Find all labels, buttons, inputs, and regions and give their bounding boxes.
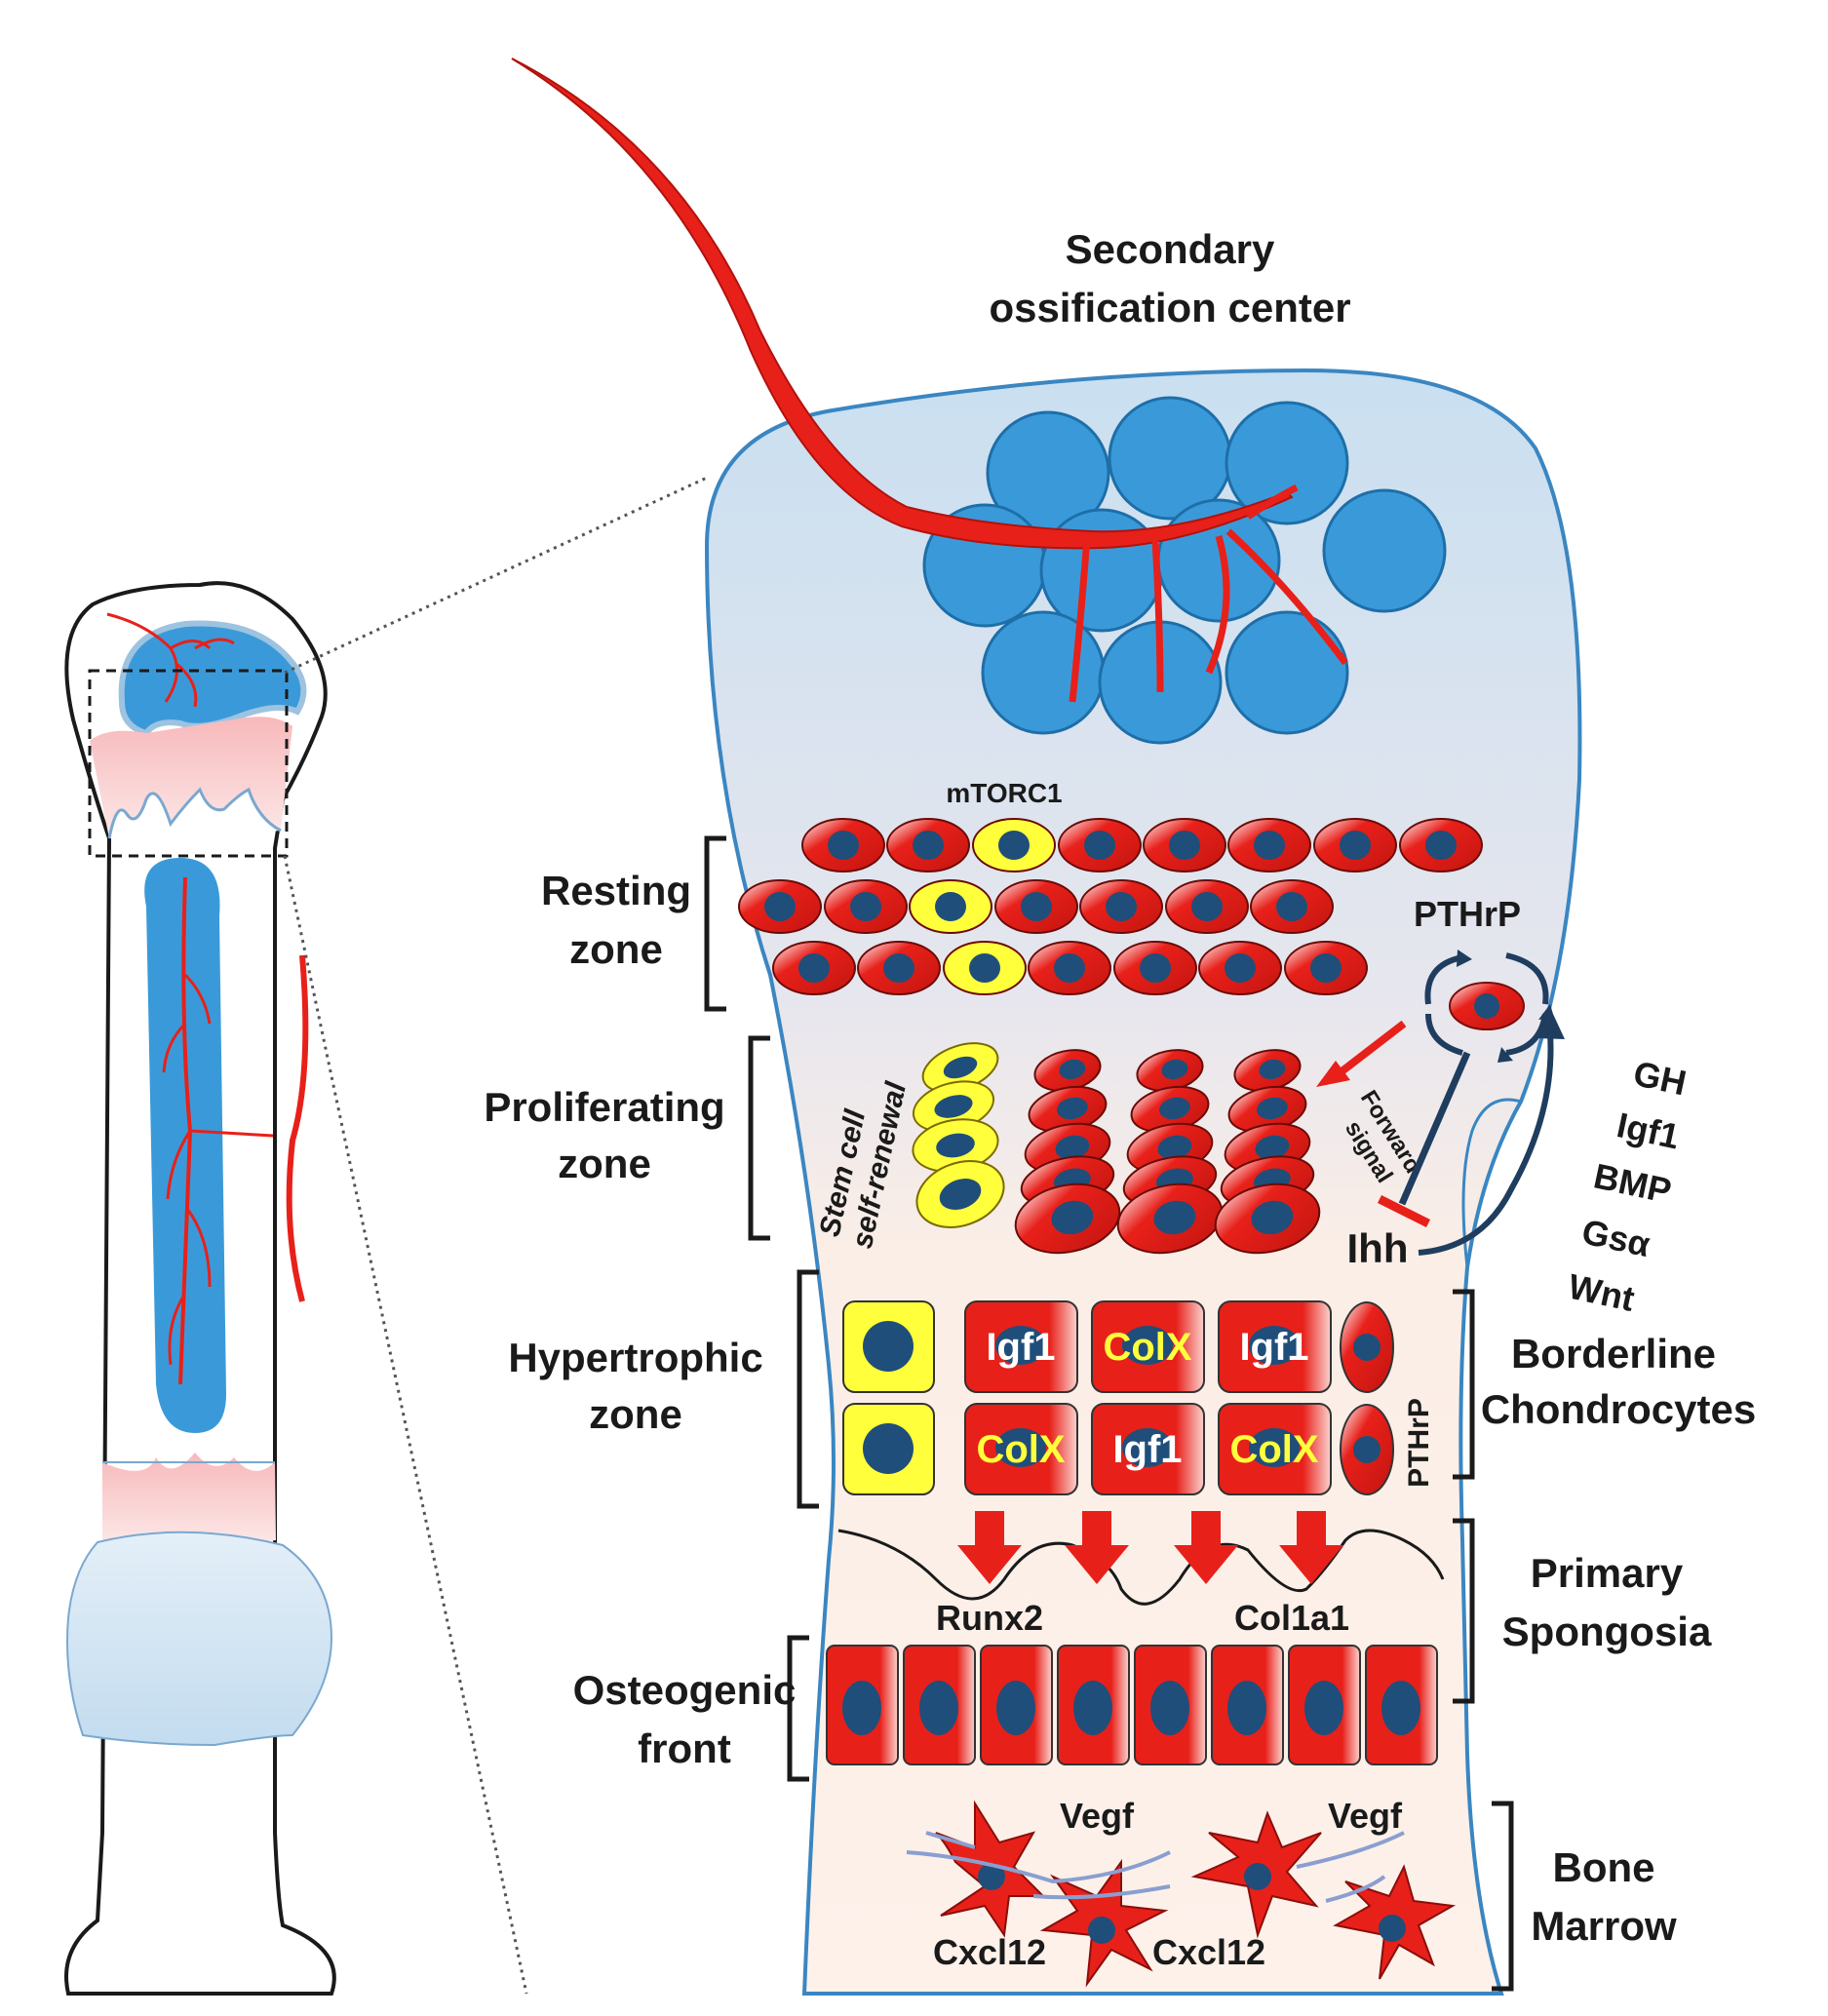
resting-cell	[994, 879, 1078, 934]
spongiosa-label-2: Spongosia	[1502, 1609, 1712, 1654]
resting-zone-cells	[738, 818, 1483, 995]
zoom-box	[88, 669, 289, 858]
pthrp-vertical-label: PTHrP	[1403, 1398, 1435, 1488]
proliferating-cell	[1233, 1049, 1302, 1092]
proliferating-cell	[1028, 1085, 1108, 1134]
long-bone-illustration	[64, 476, 708, 1996]
vegf-label-2: Vegf	[1328, 1796, 1403, 1836]
proliferating-cell	[1014, 1182, 1121, 1255]
borderline-label-1: Borderline	[1511, 1331, 1716, 1376]
resting-cell	[1028, 941, 1111, 995]
forward-signal-arrow	[1316, 1020, 1407, 1087]
hyp-label-r2c3: ColX	[1229, 1428, 1318, 1471]
resting-cell	[1227, 818, 1311, 872]
osteoblast-cell	[1211, 1645, 1284, 1765]
resting-cell	[886, 818, 970, 872]
left-brackets	[704, 835, 819, 1782]
osteo-label-2: front	[638, 1725, 731, 1771]
osteoblast-cell	[826, 1645, 899, 1765]
proliferating-cell	[1130, 1085, 1210, 1134]
resting-stem-cell	[972, 818, 1056, 872]
prolif-zone-label-2: zone	[558, 1141, 651, 1186]
osteo-label-1: Osteogenic	[573, 1667, 797, 1713]
hyp-label-r1c1: Igf1	[986, 1326, 1055, 1369]
marrow-label-2: Marrow	[1531, 1903, 1677, 1949]
spongiosa-arrows	[957, 1511, 1343, 1584]
osteoblast-cell	[1134, 1645, 1207, 1765]
hyp-label-r2c1: ColX	[976, 1428, 1065, 1471]
growth-factor-label: Igf1	[1614, 1105, 1683, 1156]
resting-cell	[1399, 818, 1483, 872]
spongiosa-label-1: Primary	[1531, 1550, 1684, 1596]
pthrp-label: PTHrP	[1414, 894, 1521, 934]
resting-cell	[1143, 818, 1226, 872]
runx2-label: Runx2	[936, 1598, 1043, 1638]
resting-zone-label-1: Resting	[541, 868, 691, 913]
growth-factor-label: BMP	[1590, 1155, 1675, 1211]
resting-cell	[1113, 941, 1197, 995]
growth-factor-label: GH	[1630, 1053, 1690, 1103]
ihh-label: Ihh	[1347, 1225, 1409, 1271]
mtorc1-label: mTORC1	[946, 778, 1062, 808]
marrow-label-1: Bone	[1553, 1844, 1655, 1890]
pthrp-loop	[1424, 950, 1554, 1063]
resting-cell	[857, 941, 941, 995]
vegf-label-1: Vegf	[1060, 1796, 1135, 1836]
osteoblast-cell	[1057, 1645, 1130, 1765]
resting-cell	[1079, 879, 1163, 934]
resting-cell	[1198, 941, 1282, 995]
osteoblast-cell	[903, 1645, 976, 1765]
stem-cell-column	[912, 1042, 1005, 1228]
cxcl12-label-1: Cxcl12	[933, 1932, 1046, 1972]
proliferating-cell	[1136, 1049, 1204, 1092]
resting-cell	[772, 941, 856, 995]
hyp-zone-label-2: zone	[589, 1391, 682, 1437]
resting-cell	[1250, 879, 1334, 934]
growth-factor-label: Gsα	[1578, 1211, 1653, 1264]
hyp-label-r1c3: Igf1	[1239, 1326, 1308, 1369]
resting-stem-cell	[943, 941, 1027, 995]
proliferating-cell	[1214, 1182, 1321, 1255]
osteoblast-cell	[1365, 1645, 1438, 1765]
resting-cell	[824, 879, 908, 934]
hyp-zone-label-1: Hypertrophic	[508, 1335, 762, 1380]
title-line2: ossification center	[989, 285, 1350, 330]
osteogenic-cells	[826, 1645, 1438, 1765]
resting-cell	[801, 818, 885, 872]
resting-cell	[738, 879, 822, 934]
resting-stem-cell	[909, 879, 992, 934]
resting-zone-label-2: zone	[569, 926, 663, 972]
hyp-label-r2c2: Igf1	[1112, 1428, 1182, 1471]
resting-cell	[1284, 941, 1368, 995]
proliferating-zone-cells	[1014, 1049, 1321, 1255]
resting-cell	[1313, 818, 1397, 872]
growth-factor-label: Wnt	[1565, 1266, 1638, 1319]
osteoblast-cell	[1288, 1645, 1361, 1765]
hypertrophic-zone-cells: Igf1 ColX Igf1 ColX Igf1 ColX	[842, 1300, 1394, 1495]
prolif-zone-label-1: Proliferating	[484, 1084, 724, 1130]
cxcl12-label-2: Cxcl12	[1152, 1932, 1265, 1972]
osteoblast-cell	[980, 1645, 1053, 1765]
marrow-cells	[906, 1800, 1457, 1988]
col1a1-label: Col1a1	[1234, 1598, 1349, 1638]
hyp-label-r1c2: ColX	[1103, 1326, 1191, 1369]
resting-cell	[1058, 818, 1142, 872]
resting-cell	[1165, 879, 1249, 934]
title-line1: Secondary	[1066, 226, 1275, 272]
borderline-label-2: Chondrocytes	[1481, 1386, 1756, 1432]
right-brackets	[1453, 1289, 1514, 1992]
growth-plate-detail: Secondary ossification center mTORC1 PTH…	[484, 58, 1756, 1996]
